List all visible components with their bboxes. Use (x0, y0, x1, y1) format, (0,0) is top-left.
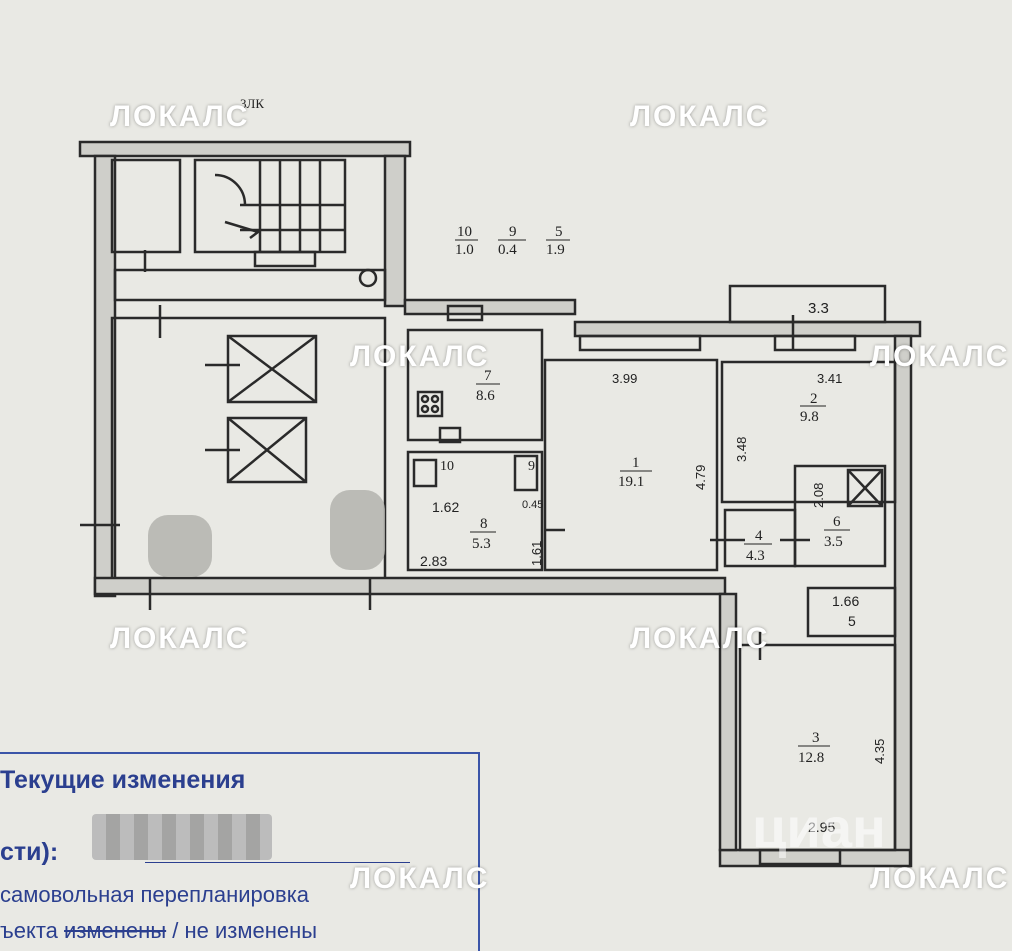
room-8-area: 5.3 (472, 536, 491, 552)
balcony-width: 3.3 (808, 300, 829, 317)
room-8-number: 8 (480, 516, 488, 532)
room-1-number: 1 (632, 455, 640, 471)
room-6-area: 3.5 (824, 534, 843, 550)
room-8-dim1: 1.62 (432, 499, 459, 515)
room-5-width: 1.66 (832, 593, 859, 609)
room-3-width: 2.95 (808, 819, 835, 835)
stamp-title: Текущие изменения (0, 766, 246, 794)
watermark-6: ЛОКАЛС (630, 622, 770, 655)
watermark-7: ЛОКАЛС (350, 862, 490, 895)
room-8-width: 2.83 (420, 553, 447, 569)
svg-text:0.4: 0.4 (498, 242, 517, 258)
area-legend: 10 1.0 9 0.4 5 1.9 (455, 224, 570, 258)
room-2-number: 2 (810, 391, 818, 407)
stamp-underline (145, 862, 410, 863)
room-6-number: 6 (833, 514, 841, 530)
room-9-number: 9 (528, 459, 535, 474)
room-4-area: 4.3 (746, 548, 765, 564)
room-3-number: 3 (812, 730, 820, 746)
watermark-3: ЛОКАЛС (350, 340, 490, 373)
stamp-line-1: самовольная перепланировка (0, 882, 310, 907)
watermark-8: ЛОКАЛС (870, 862, 1010, 895)
watermark-5: ЛОКАЛС (110, 622, 250, 655)
room-3-height: 4.35 (872, 739, 887, 764)
watermark-2: ЛОКАЛС (630, 100, 770, 133)
room-5-number: 5 (848, 613, 856, 629)
room-1-width: 3.99 (612, 371, 637, 386)
svg-text:10: 10 (457, 224, 472, 240)
room-6-height: 2.08 (811, 483, 826, 508)
room-1-area: 19.1 (618, 474, 644, 490)
room-4-number: 4 (755, 528, 763, 544)
room-9-dim: 0.45 (522, 499, 543, 511)
changes-stamp: Текущие изменения сти): самовольная пере… (0, 752, 480, 951)
stamp-line-2-prefix: ъекта (0, 918, 58, 943)
cian-watermark: циан (752, 796, 886, 859)
corridor-label: 3ЛК (240, 96, 264, 111)
svg-text:1.0: 1.0 (455, 242, 474, 258)
room-8-dim2: 1.61 (529, 541, 544, 566)
room-2-height: 3.48 (734, 437, 749, 462)
svg-text:9: 9 (509, 224, 517, 240)
stamp-redacted (92, 814, 272, 860)
room-1-height: 4.79 (693, 465, 708, 490)
stamp-owner-label: сти): (0, 838, 59, 866)
svg-text:5: 5 (555, 224, 563, 240)
room-7-area: 8.6 (476, 388, 495, 404)
room-2-area: 9.8 (800, 409, 819, 425)
watermark-1: ЛОКАЛС (110, 100, 250, 133)
stamp-line-2-suffix: / не изменены (172, 918, 318, 943)
stamp-line-2-struck: изменены (64, 918, 167, 943)
room-10-number: 10 (440, 459, 454, 474)
room-2-width: 3.41 (817, 371, 842, 386)
room-7-number: 7 (484, 368, 492, 384)
watermark-4: ЛОКАЛС (870, 340, 1010, 373)
room-3-area: 12.8 (798, 750, 824, 766)
svg-text:1.9: 1.9 (546, 242, 565, 258)
stamp-line-2: ъекта изменены / не изменены (0, 918, 317, 944)
